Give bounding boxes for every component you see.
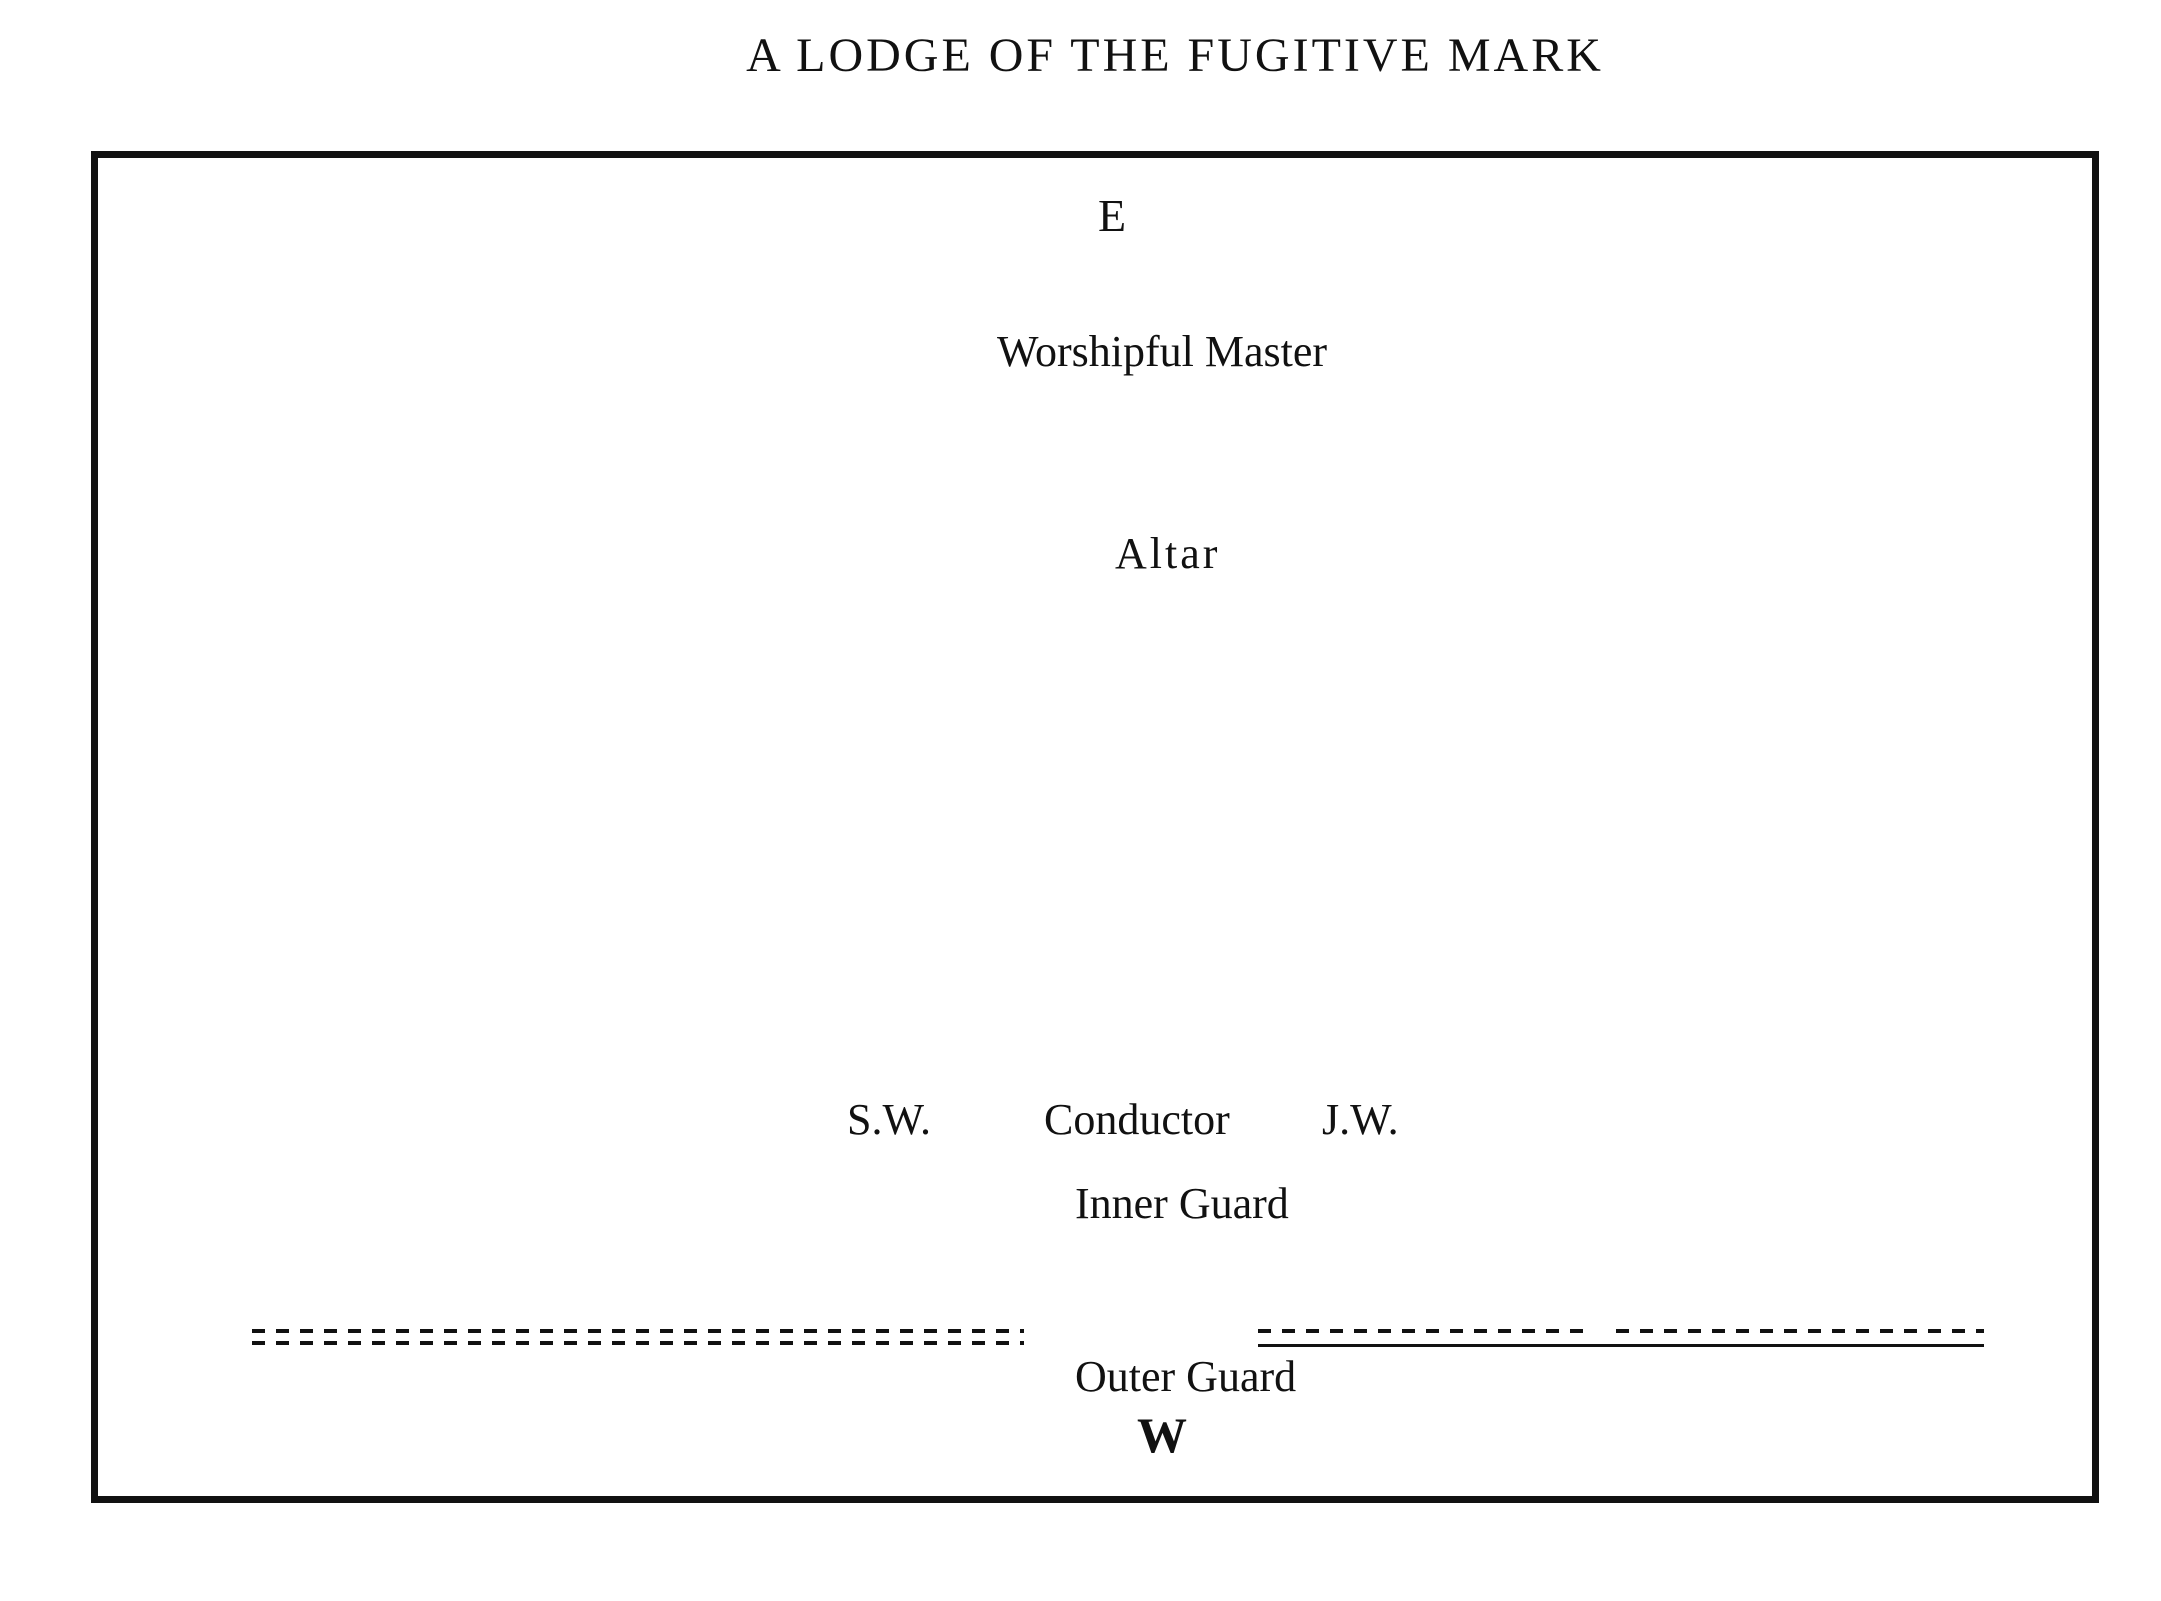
junior-warden-label: J.W.	[1322, 1095, 1399, 1144]
right-wall-dashed-line-segment-2	[1616, 1329, 1984, 1333]
outer-guard-label: Outer Guard	[1075, 1352, 1297, 1401]
east-label: E	[1098, 190, 1127, 241]
conductor-label: Conductor	[1044, 1095, 1230, 1144]
right-wall-dashed-line-segment-1	[1258, 1329, 1584, 1333]
worshipful-master-label: Worshipful Master	[997, 327, 1328, 376]
altar-label: Altar	[1115, 529, 1221, 578]
senior-warden-label: S.W.	[847, 1095, 931, 1144]
diagram-title: A LODGE OF THE FUGITIVE MARK	[746, 29, 1604, 82]
right-wall-solid-line	[1258, 1344, 1984, 1347]
left-wall-dashed-line-upper	[252, 1329, 1024, 1333]
lodge-outline	[91, 151, 2099, 1503]
inner-guard-label: Inner Guard	[1075, 1179, 1289, 1228]
left-wall-dashed-line-lower	[252, 1341, 1024, 1345]
west-label: W	[1137, 1407, 1187, 1463]
